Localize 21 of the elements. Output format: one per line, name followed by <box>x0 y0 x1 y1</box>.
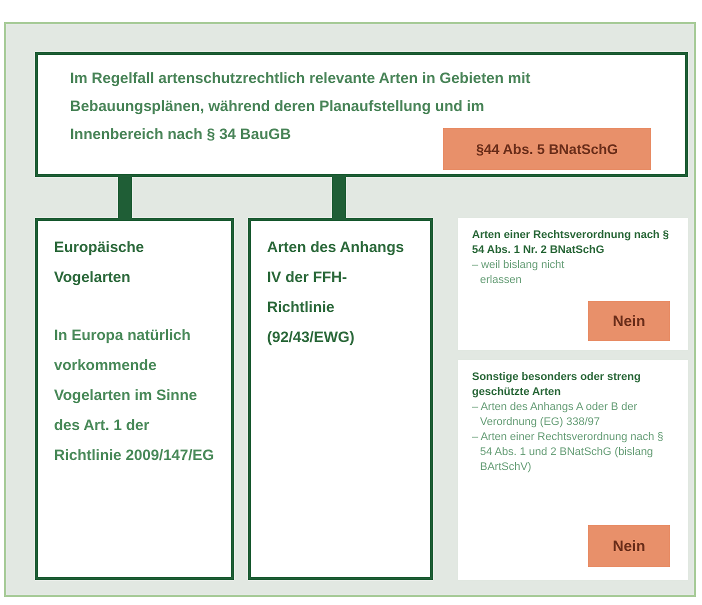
species-group-box <box>248 218 433 580</box>
species-group-box <box>35 218 234 580</box>
exception-panel <box>458 360 688 580</box>
panel-heading: Sonstige besonders oder streng geschützte Arten <box>472 370 642 400</box>
scope-box <box>35 52 688 177</box>
panel-list-item: – Arten des Anhangs A oder B der Verordnung (EG) 338/97 <box>472 400 638 430</box>
connector-bar <box>118 177 132 218</box>
panel-list-item: – weil bislang nicht erlassen <box>472 258 566 288</box>
badge-label: Nein <box>612 312 646 330</box>
group-heading: Arten des Anhangs IV der FFH-Richtlinie (92/43/EWG) <box>267 238 405 348</box>
panel-list-item: – Arten einer Rechtsverordnung nach § 54 Abs. 1 und 2 BNatSchG (bislang BArtSchV) <box>472 430 664 475</box>
badge-label: §44 Abs. 5 BNatSchG <box>476 141 618 157</box>
group-heading: Europäische Vogelarten <box>54 238 146 288</box>
law-reference-badge <box>443 128 651 170</box>
badge-label: Nein <box>612 538 646 554</box>
panel-heading: Arten einer Rechtsverordnung nach § 54 Abs. 1 Nr. 2 BNatSchG <box>472 228 670 258</box>
exception-panel <box>458 218 688 350</box>
law-reference-badge <box>588 301 670 341</box>
group-description: In Europa natürlich vorkommende Vogelarten im Sinne des Art. 1 der Richtlinie 2009/147/EG <box>54 326 215 466</box>
law-reference-badge <box>588 525 670 567</box>
connector-bar <box>332 177 346 218</box>
